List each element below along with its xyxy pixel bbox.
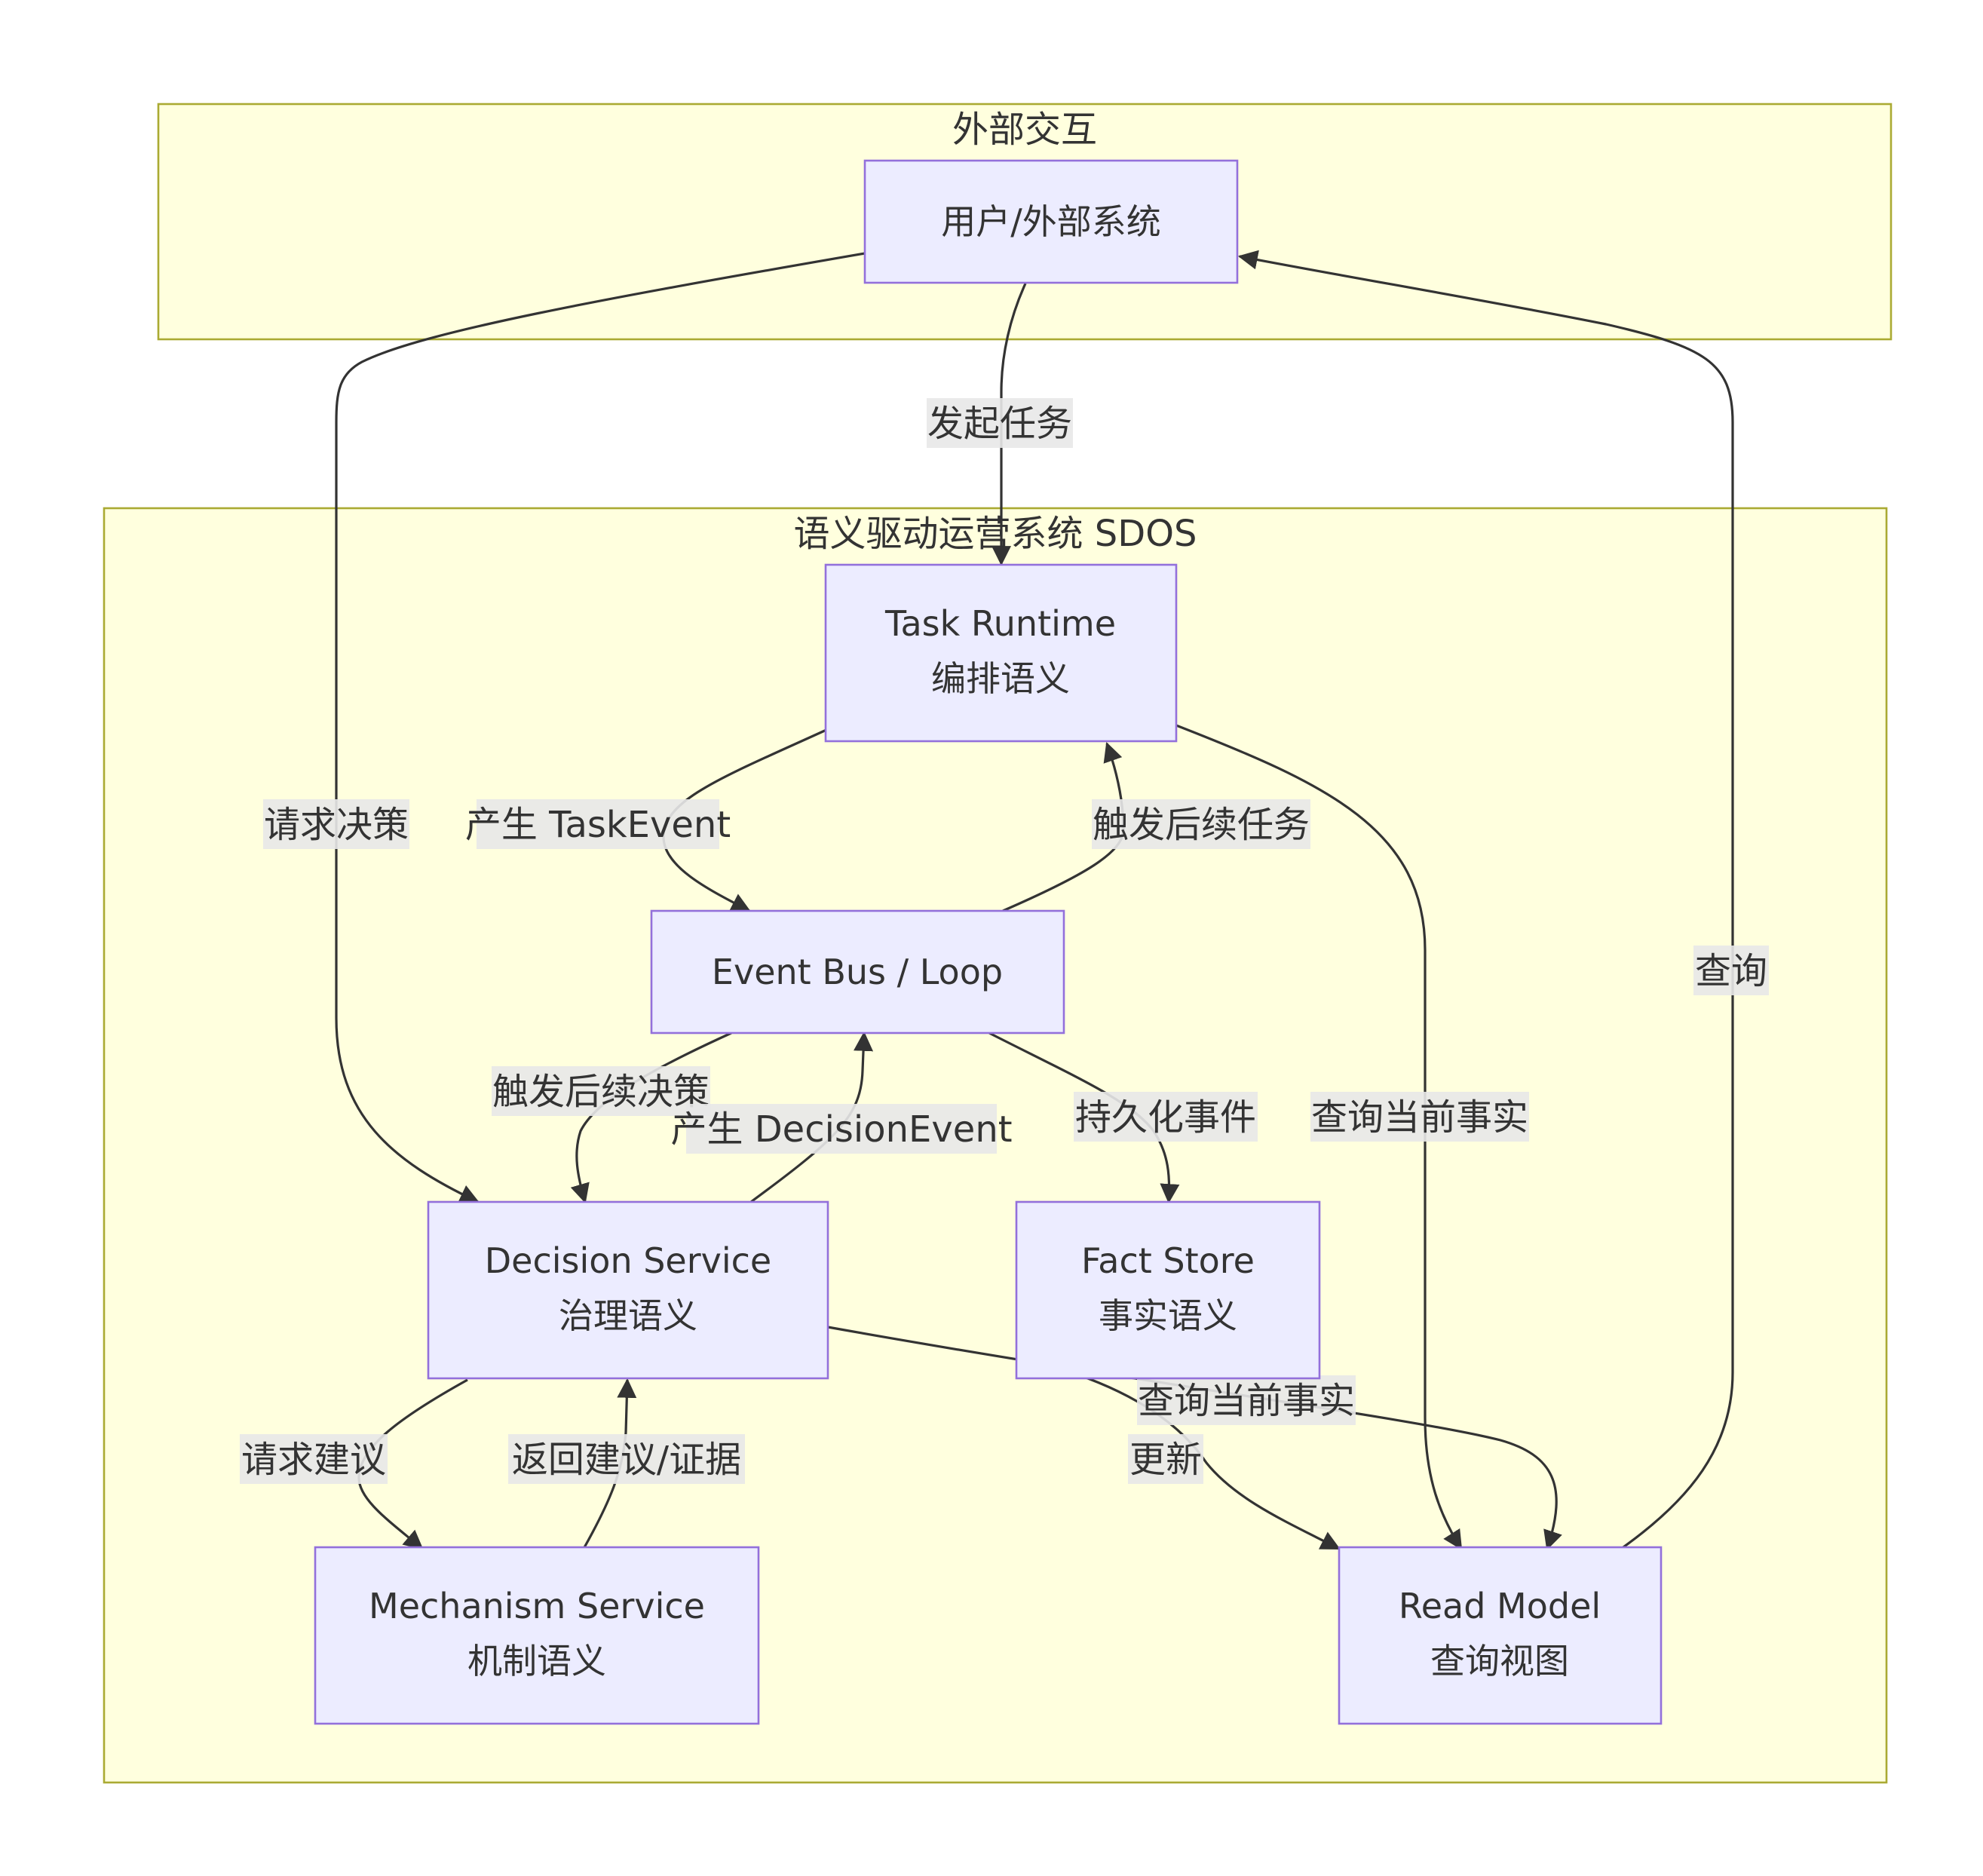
node-fact-store-name: Fact Store [1081,1240,1255,1281]
node-task-runtime-subtitle: 编排语义 [931,658,1070,699]
node-mechanism-service-subtitle: 机制语义 [467,1641,606,1681]
node-event-bus-label: Event Bus / Loop [712,952,1003,992]
edge-label-produce-decision-event: 产生 DecisionEvent [670,1104,1013,1154]
svg-text:触发后续任务: 触发后续任务 [1093,804,1310,846]
edge-event-bus-to-decision-service [570,1031,732,1204]
edge-label-query-current-facts-2: 查询当前事实 [1137,1375,1356,1425]
svg-text:触发后续决策: 触发后续决策 [492,1071,710,1113]
svg-text:查询当前事实: 查询当前事实 [1138,1380,1355,1422]
edge-label-trigger-followup-decision: 触发后续决策 [492,1066,710,1116]
edge-label-return-advice: 返回建议/证据 [508,1434,745,1484]
svg-text:查询当前事实: 查询当前事实 [1311,1096,1528,1139]
svg-text:产生 DecisionEvent: 产生 DecisionEvent [670,1108,1012,1151]
edge-read-model-to-user [1237,250,1734,1550]
edge-label-update: 更新 [1128,1434,1203,1484]
node-user-label: 用户/外部系统 [941,201,1161,242]
node-fact-store-subtitle: 事实语义 [1099,1295,1237,1336]
edge-fact-store-to-read-model [1016,1356,1341,1550]
cluster-external-title: 外部交互 [952,109,1097,151]
node-decision-service-subtitle: 治理语义 [559,1295,697,1336]
node-event-bus[interactable]: Event Bus / Loop [650,909,1065,1035]
edge-label-query-current-facts-1: 查询当前事实 [1310,1092,1529,1142]
edge-task-runtime-to-read-model [1175,724,1463,1550]
svg-text:查询: 查询 [1695,950,1767,992]
edge-label-persist-event: 持久化事件 [1074,1092,1258,1142]
edge-label-query: 查询 [1693,946,1769,995]
edge-label-launch-task: 发起任务 [927,398,1073,448]
node-fact-store[interactable]: Fact Store 事实语义 [1015,1200,1321,1380]
edge-label-request-decision: 请求决策 [263,799,409,849]
edge-label-produce-task-event: 产生 TaskEvent [465,799,731,849]
svg-text:发起任务: 发起任务 [927,403,1072,445]
svg-text:请求决策: 请求决策 [264,804,409,846]
svg-text:产生 TaskEvent: 产生 TaskEvent [465,804,731,846]
svg-text:请求建议: 请求建议 [241,1439,386,1481]
edge-user-to-task-runtime [992,283,1027,566]
node-task-runtime-name: Task Runtime [884,603,1116,644]
node-mechanism-service-name: Mechanism Service [369,1586,705,1626]
node-task-runtime[interactable]: Task Runtime 编排语义 [824,563,1178,743]
edge-labels: 发起任务 请求决策 产生 TaskEvent 触发后续任务 查询 触发后续决策 … [240,398,1769,1484]
node-read-model[interactable]: Read Model 查询视图 [1338,1546,1663,1725]
node-decision-service-name: Decision Service [485,1240,771,1281]
svg-text:返回建议/证据: 返回建议/证据 [512,1439,741,1481]
node-read-model-name: Read Model [1399,1586,1601,1626]
node-decision-service[interactable]: Decision Service 治理语义 [427,1200,829,1380]
node-mechanism-service[interactable]: Mechanism Service 机制语义 [314,1546,760,1725]
svg-text:持久化事件: 持久化事件 [1075,1096,1256,1139]
node-read-model-subtitle: 查询视图 [1430,1641,1569,1681]
edge-user-to-decision-service [335,252,866,1203]
svg-text:更新: 更新 [1129,1439,1202,1481]
node-user[interactable]: 用户/外部系统 [863,159,1239,284]
cluster-sdos-title: 语义驱动运营系统 SDOS [794,513,1197,555]
edge-label-request-advice: 请求建议 [240,1434,388,1484]
edge-label-trigger-followup-task: 触发后续任务 [1092,799,1310,849]
